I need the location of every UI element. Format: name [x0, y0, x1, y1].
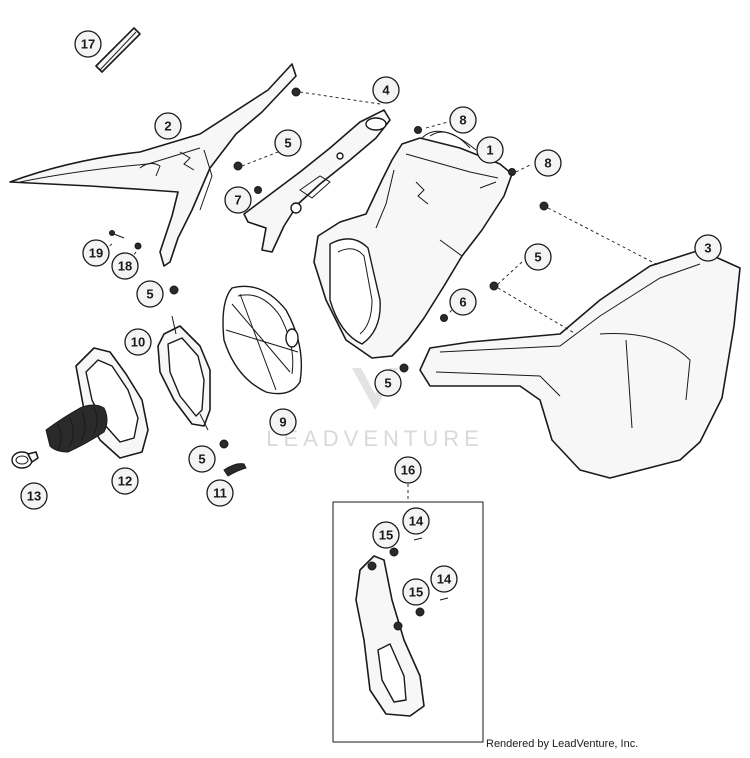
svg-text:3: 3: [704, 241, 711, 256]
svg-text:17: 17: [81, 37, 95, 52]
callout-7: 7: [224, 186, 252, 214]
callout-5d: 5: [374, 369, 402, 397]
callout-16: 16: [394, 456, 422, 484]
callout-5e: 5: [188, 445, 216, 473]
svg-text:8: 8: [459, 113, 466, 128]
callout-3: 3: [694, 234, 722, 262]
callouts: 1 2 3 4 5 5 5 5 5 6 7 8 8 9 10 11 12 13 …: [20, 30, 722, 606]
callout-5a: 5: [274, 129, 302, 157]
callout-14a: 14: [402, 507, 430, 535]
callout-15a: 15: [372, 521, 400, 549]
callout-10: 10: [124, 328, 152, 356]
part-9-filter-cage: [222, 285, 303, 395]
callout-5b: 5: [524, 243, 552, 271]
part-2-side-panel: [9, 63, 297, 267]
callout-19: 19: [82, 239, 110, 267]
svg-text:15: 15: [409, 585, 423, 600]
svg-text:19: 19: [89, 246, 103, 261]
svg-text:5: 5: [384, 376, 391, 391]
svg-text:6: 6: [459, 295, 466, 310]
callout-8b: 8: [534, 149, 562, 177]
callout-14b: 14: [430, 565, 458, 593]
credit-text: Rendered by LeadVenture, Inc.: [486, 738, 639, 750]
svg-text:5: 5: [534, 250, 541, 265]
callout-8a: 8: [449, 106, 477, 134]
part-1-airbox: [313, 130, 513, 359]
svg-text:4: 4: [382, 83, 390, 98]
part-16-inset: [332, 484, 484, 743]
svg-text:5: 5: [284, 136, 291, 151]
svg-text:16: 16: [401, 463, 415, 478]
callout-13: 13: [20, 482, 48, 510]
part-10-air-filter: [157, 315, 211, 431]
svg-text:5: 5: [198, 452, 205, 467]
svg-text:5: 5: [146, 287, 153, 302]
callout-9: 9: [269, 408, 297, 436]
callout-5c: 5: [136, 280, 164, 308]
part-3-side-panel: [419, 249, 741, 479]
part-13-clamp: [11, 451, 39, 469]
svg-text:14: 14: [437, 572, 452, 587]
part-12-bellows: [45, 404, 108, 453]
callout-17: 17: [74, 30, 102, 58]
svg-text:15: 15: [379, 528, 393, 543]
svg-text:10: 10: [131, 335, 145, 350]
part-17-strip: [95, 27, 141, 73]
inset-frame: [332, 501, 484, 743]
svg-text:18: 18: [118, 259, 132, 274]
part-12-intake-boot: [45, 347, 149, 459]
callout-11: 11: [206, 479, 234, 507]
svg-text:1: 1: [486, 143, 493, 158]
callout-18: 18: [111, 252, 139, 280]
svg-text:8: 8: [544, 156, 551, 171]
callout-4: 4: [372, 76, 400, 104]
callout-6: 6: [449, 288, 477, 316]
svg-text:9: 9: [279, 415, 286, 430]
svg-text:7: 7: [234, 193, 241, 208]
callout-12: 12: [111, 467, 139, 495]
part-4-bracket: [243, 109, 391, 253]
svg-text:11: 11: [213, 486, 227, 501]
callout-2: 2: [154, 112, 182, 140]
svg-text:2: 2: [164, 119, 171, 134]
part-11-clip: [223, 463, 247, 477]
callout-15b: 15: [402, 578, 430, 606]
callout-1: 1: [476, 136, 504, 164]
watermark-text: LEADVENTURE: [266, 426, 484, 451]
svg-text:12: 12: [118, 474, 132, 489]
svg-text:13: 13: [27, 489, 41, 504]
svg-text:14: 14: [409, 514, 424, 529]
